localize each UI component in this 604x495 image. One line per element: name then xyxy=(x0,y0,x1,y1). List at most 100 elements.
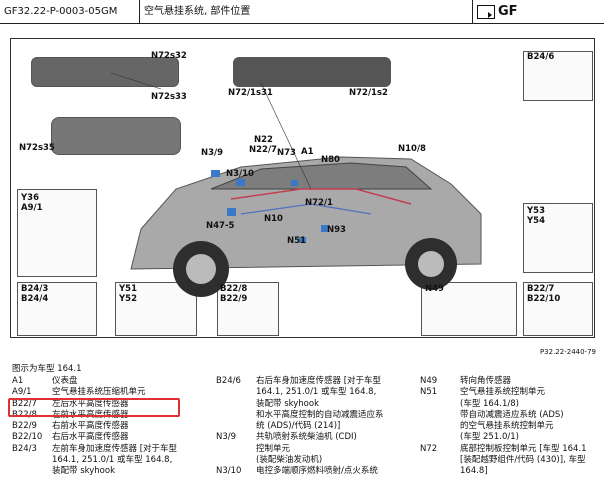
switch-panel-n72s35 xyxy=(51,117,181,155)
legend-code: B22/7 xyxy=(12,398,37,409)
legend-row: (车型 251.0/1) xyxy=(420,432,604,443)
hand-pointer-icon xyxy=(477,4,495,19)
legend-description: 右后水平高度传感器 xyxy=(52,432,129,443)
legend-row: B24/6 右后车身加速度传感器 [对于车型 xyxy=(216,376,416,387)
legend-code: B22/10 xyxy=(12,432,43,443)
legend-heading: 图示为车型 164.1 xyxy=(12,364,82,374)
legend-row: 164.8] xyxy=(420,466,604,477)
highlight-box-b22-7 xyxy=(8,398,180,417)
label-b22-9: B22/9 xyxy=(220,294,248,304)
legend-description: 共轨喷射系统柴油机 (CDI) xyxy=(256,432,357,443)
legend-description: 164.1, 251.0/1 或车型 164.8, xyxy=(256,387,377,398)
legend-description: 带自动减震适应系统 (ADS) xyxy=(460,409,564,420)
legend-description: 底部控制板控制单元 [车型 164.1 xyxy=(460,443,587,454)
component-box-b22-7 xyxy=(523,282,593,336)
legend-code: N72 xyxy=(420,443,438,454)
legend-code: B22/9 xyxy=(12,421,37,432)
label-y51: Y51 xyxy=(119,284,137,294)
legend-row: 带自动减震适应系统 (ADS) xyxy=(420,410,604,421)
legend-code: N3/9 xyxy=(216,432,237,443)
legend-row: B22/10 右后水平高度传感器 xyxy=(12,432,202,443)
gf-badge: GF xyxy=(473,0,604,23)
legend-row: N3/9 共轨喷射系统柴油机 (CDI) xyxy=(216,432,416,443)
label-n72-1s2: N72/1s2 xyxy=(349,88,388,98)
legend-row: 和水平高度控制的自动减震适应系 xyxy=(216,410,416,421)
label-n22: N22 xyxy=(254,135,273,145)
legend-row: B22/7 左后水平高度传感器 xyxy=(12,399,202,410)
legend-row: 装配带 skyhook xyxy=(216,399,416,410)
label-y52: Y52 xyxy=(119,294,137,304)
label-b24-3: B24/3 xyxy=(21,284,49,294)
component-box-b22-8 xyxy=(217,282,279,336)
legend-description: 装配带 skyhook xyxy=(256,398,319,409)
component-box-y53 xyxy=(523,203,593,273)
legend-row: (装配柴油发动机) xyxy=(216,455,416,466)
label-b24-4: B24/4 xyxy=(21,294,49,304)
legend-description: 右后车身加速度传感器 [对于车型 xyxy=(256,376,382,386)
legend-description: 左后水平高度传感器 xyxy=(52,398,129,409)
label-b22-8: B22/8 xyxy=(220,284,248,294)
label-b24-6: B24/6 xyxy=(527,52,555,62)
doc-code: GF32.22-P-0003-05GM xyxy=(0,0,140,23)
label-n10-8: N10/8 xyxy=(398,144,426,154)
label-n3-10: N3/10 xyxy=(226,169,254,179)
legend-description: 转向角传感器 xyxy=(460,376,512,386)
label-b22-7: B22/7 xyxy=(527,284,555,294)
legend-code: B24/6 xyxy=(216,376,241,386)
label-n72s33: N72s33 xyxy=(151,92,187,102)
legend-row: 控制单元 xyxy=(216,444,416,455)
legend-row: B24/3 左前车身加速度传感器 [对于车型 xyxy=(12,444,202,455)
legend-description: 装配带 skyhook xyxy=(52,466,115,477)
label-y54: Y54 xyxy=(527,216,545,226)
legend-row: 164.1, 251.0/1 或车型 164.8, xyxy=(12,455,202,466)
switch-panel-n72-1 xyxy=(233,57,391,87)
legend-code: B24/3 xyxy=(12,443,37,454)
legend-description: 164.8] xyxy=(460,466,488,477)
legend-description: [装配越野组件/代码 (430)], 车型 xyxy=(460,455,586,466)
label-n3-9: N3/9 xyxy=(201,148,224,158)
legend-description: 控制单元 xyxy=(256,443,291,454)
legend-description: 和水平高度控制的自动减震适应系 xyxy=(256,409,384,420)
label-n72-1: N72/1 xyxy=(305,198,333,208)
legend-row: N72 底部控制板控制单元 [车型 164.1 xyxy=(420,444,604,455)
label-n73: N73 xyxy=(277,148,296,158)
legend-description: 的空气悬挂系统控制单元 xyxy=(460,421,554,432)
legend-description: (车型 164.1/8) xyxy=(460,398,519,409)
legend-description: 仪表盘 xyxy=(52,376,78,386)
gf-label: GF xyxy=(498,4,518,19)
component-box-b24-3 xyxy=(17,282,97,336)
label-n80: N80 xyxy=(321,155,340,165)
component-box-y36 xyxy=(17,189,97,277)
legend-row: N51 空气悬挂系统控制单元 xyxy=(420,387,604,398)
legend-row: 的空气悬挂系统控制单元 xyxy=(420,421,604,432)
switch-panel-n72s32 xyxy=(31,57,179,87)
doc-header: GF32.22-P-0003-05GM 空气悬挂系统, 部件位置 GF xyxy=(0,0,604,24)
label-n51: N51 xyxy=(287,236,306,246)
legend-description: 空气悬挂系统控制单元 xyxy=(460,387,546,398)
legend-description: 左前车身加速度传感器 [对于车型 xyxy=(52,443,178,454)
legend-code: N3/10 xyxy=(216,466,242,477)
label-a1: A1 xyxy=(301,147,314,157)
legend-description: 左前水平高度传感器 xyxy=(52,409,129,420)
doc-title: 空气悬挂系统, 部件位置 xyxy=(140,0,473,23)
vehicle-illustration xyxy=(110,72,482,297)
label-n72s32: N72s32 xyxy=(151,51,187,61)
legend-row: 统 (ADS)/代码 (214)] xyxy=(216,421,416,432)
legend-row: (车型 164.1/8) xyxy=(420,399,604,410)
label-n10: N10 xyxy=(264,214,283,224)
legend-code: N51 xyxy=(420,387,438,398)
label-n22-7: N22/7 xyxy=(249,145,277,155)
label-y53: Y53 xyxy=(527,206,545,216)
legend-description: (装配柴油发动机) xyxy=(256,455,323,466)
legend-code: A1 xyxy=(12,376,24,386)
legend-description: (车型 251.0/1) xyxy=(460,432,519,443)
legend-description: 统 (ADS)/代码 (214)] xyxy=(256,421,341,432)
component-location-diagram: N72s32 N72s33 N72s35 N72/1s31 N72/1s2 B2… xyxy=(10,38,595,338)
component-box-n49 xyxy=(421,282,517,336)
legend-row: [装配越野组件/代码 (430)], 车型 xyxy=(420,455,604,466)
